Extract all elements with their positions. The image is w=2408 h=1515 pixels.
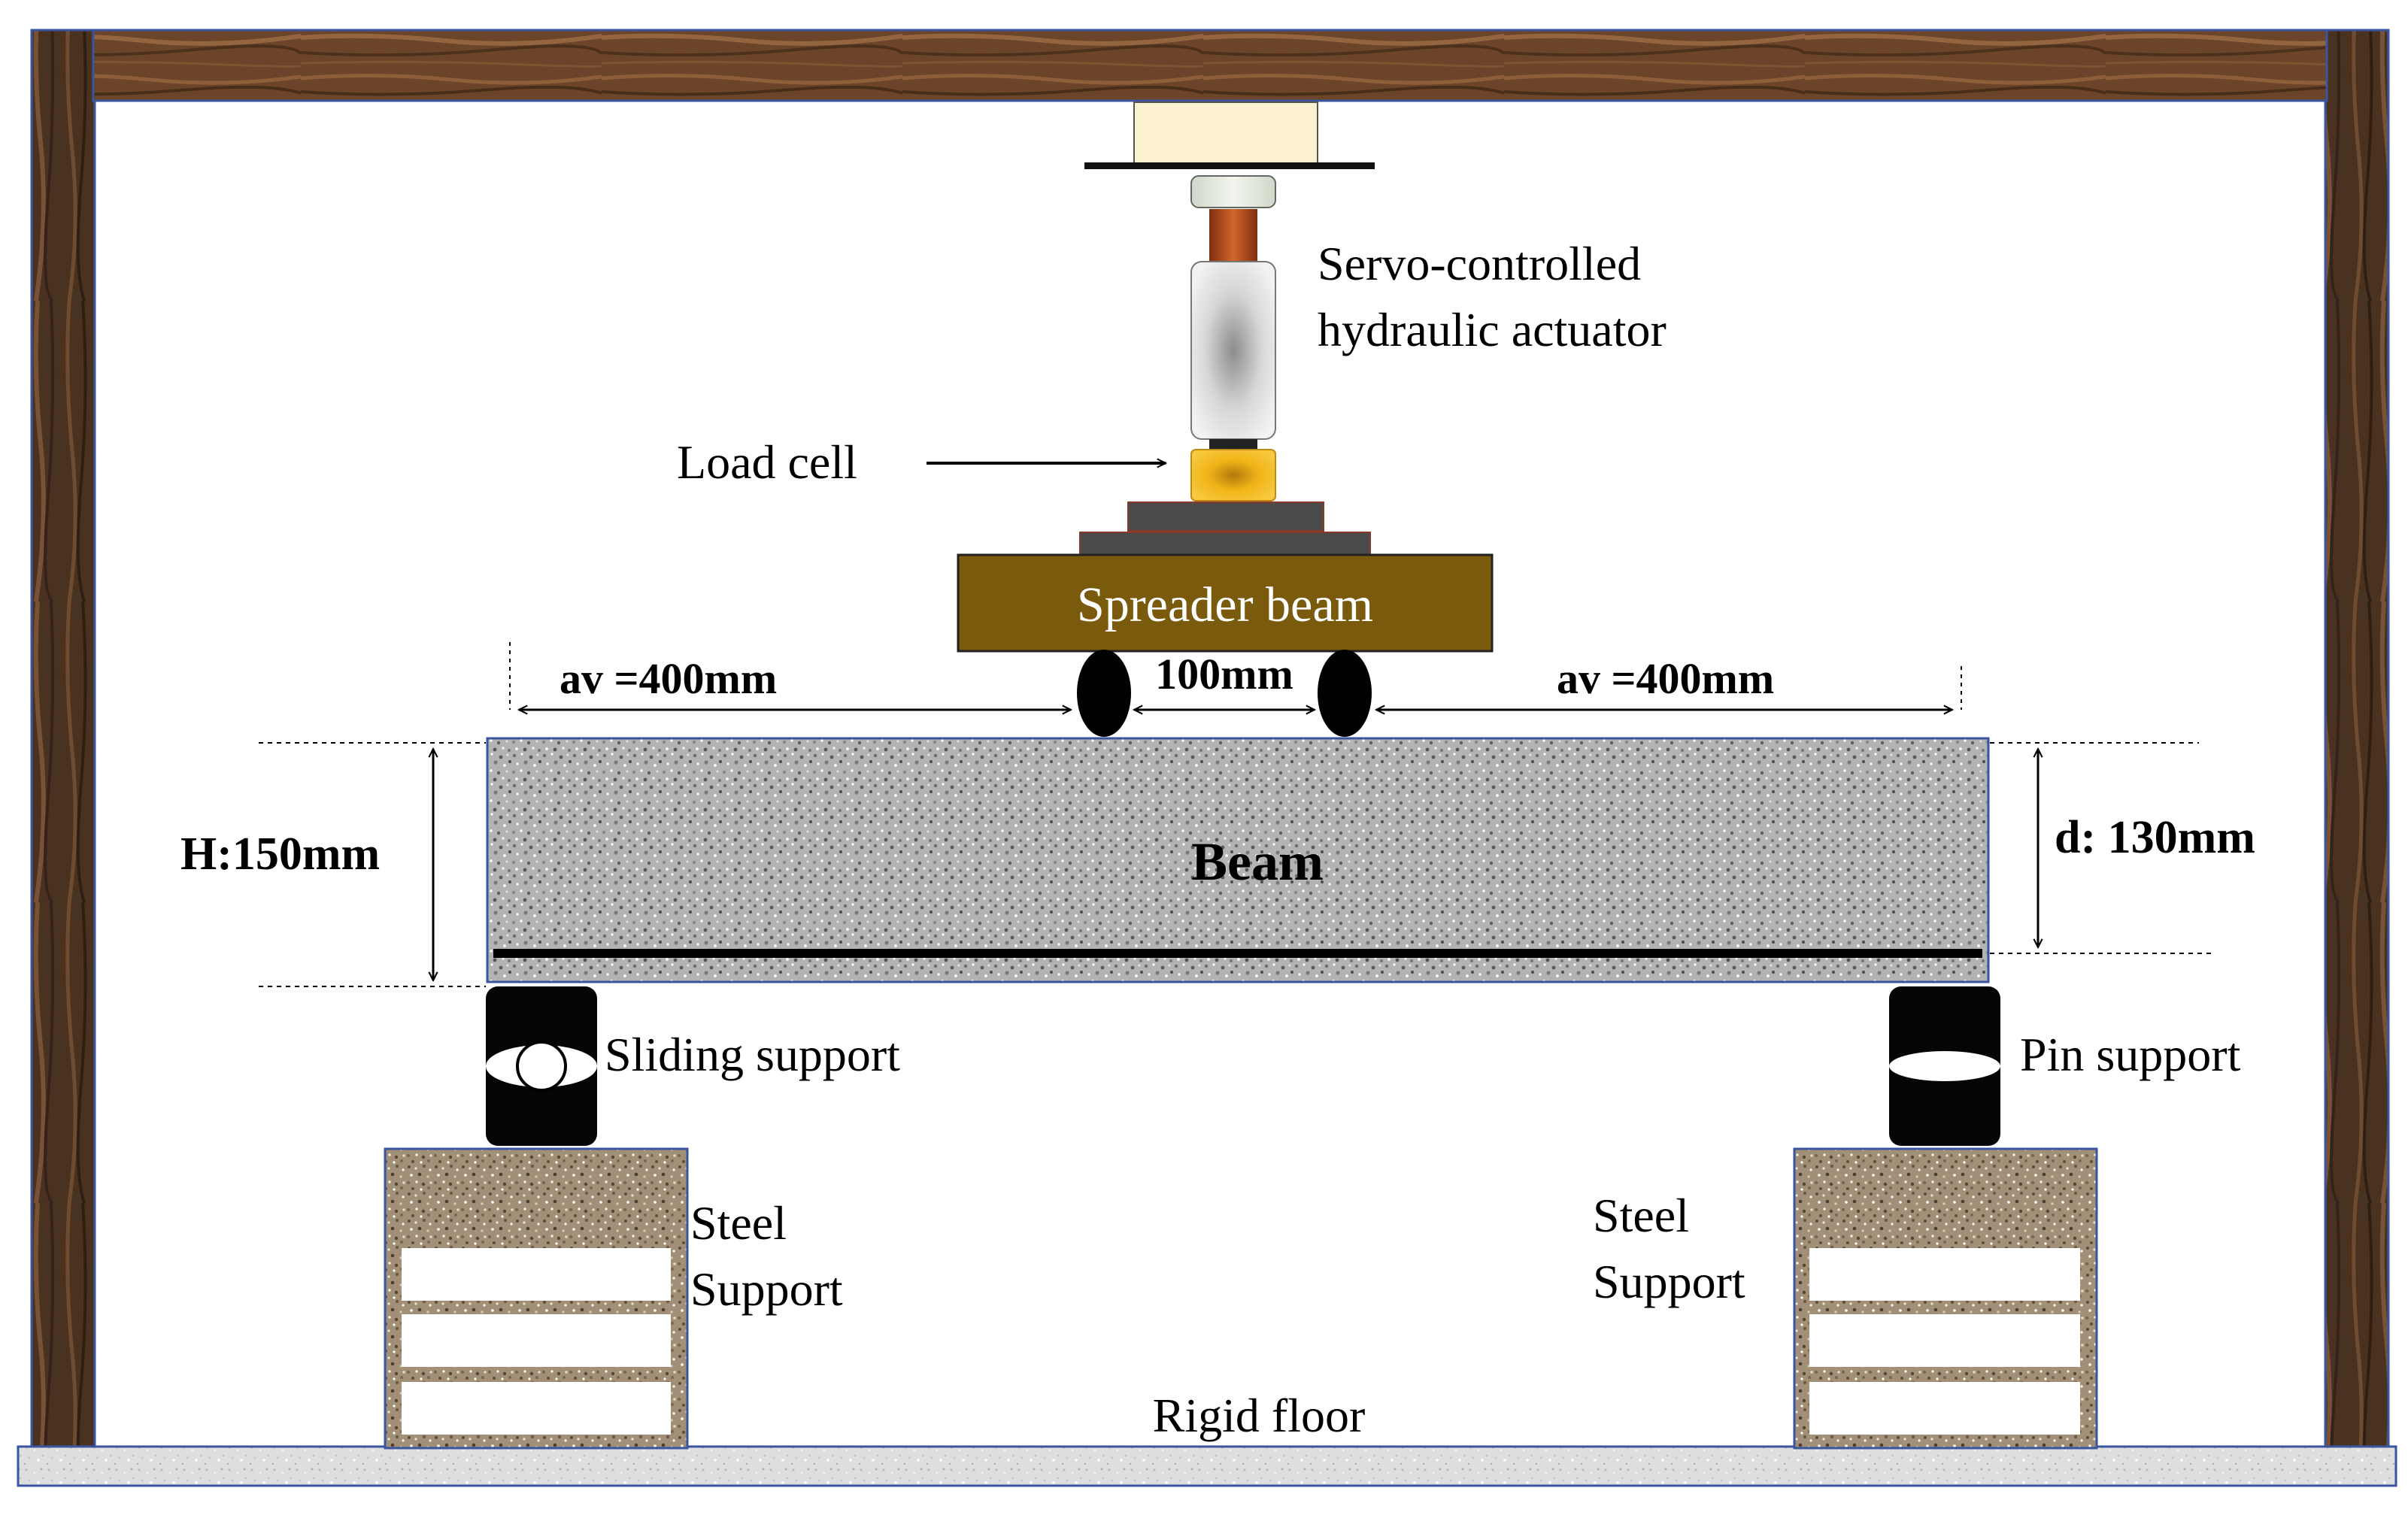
steel-support-left-slot-3	[402, 1382, 671, 1435]
pin-support-band	[1889, 1051, 2000, 1081]
actuator-rod	[1209, 209, 1257, 262]
steel-support-left-slot-2	[402, 1314, 671, 1367]
effective-depth-label: d: 130mm	[2055, 812, 2255, 863]
actuator-assembly	[957, 102, 1494, 737]
actuator-collar	[1190, 175, 1276, 208]
loading-roller-right	[1318, 650, 1372, 737]
load-cell-label: Load cell	[677, 435, 857, 489]
steel-support-right-label-line2: Support	[1593, 1255, 1745, 1308]
height-label: H:150mm	[180, 829, 380, 880]
spreader-beam	[957, 553, 1494, 653]
steel-support-left	[384, 1147, 689, 1450]
rigid-floor-label: Rigid floor	[1153, 1389, 1366, 1442]
steel-support-right	[1793, 1147, 2098, 1450]
pin-support-label: Pin support	[2020, 1028, 2241, 1081]
actuator-label-line1: Servo-controlled	[1318, 237, 1641, 290]
test-beam	[486, 737, 1990, 983]
sliding-support	[486, 986, 597, 1146]
shear-span-right-label: av =400mm	[1557, 654, 1774, 703]
labels: Servo-controlled hydraulic actuator Load…	[180, 237, 2255, 1442]
sliding-support-roller	[516, 1041, 567, 1092]
frame-top-beam	[92, 29, 2328, 102]
steel-support-right-label-line1: Steel	[1593, 1189, 1689, 1242]
load-cell-body	[1190, 449, 1276, 501]
steel-support-left-label-line2: Support	[690, 1262, 843, 1316]
frame-left-column	[30, 29, 96, 1453]
actuator-piston-tip	[1209, 439, 1257, 450]
tension-reinforcement	[493, 949, 1982, 958]
steel-support-right-slot-1	[1809, 1248, 2080, 1301]
beam-label: Beam	[1191, 832, 1324, 892]
loading-roller-left	[1077, 650, 1131, 737]
steel-support-left-label-line1: Steel	[690, 1196, 787, 1250]
frame-right-column	[2324, 29, 2390, 1453]
sliding-support-label: Sliding support	[605, 1028, 900, 1081]
steel-support-right-slot-3	[1809, 1382, 2080, 1435]
rigid-floor-slab	[17, 1445, 2397, 1487]
actuator-mount-block	[1133, 102, 1318, 165]
shear-span-left-label: av =400mm	[560, 654, 777, 703]
actuator-cylinder	[1190, 261, 1276, 440]
pin-support	[1889, 986, 2000, 1146]
steel-support-left-slot-1	[402, 1248, 671, 1301]
actuator-label-line2: hydraulic actuator	[1318, 303, 1666, 356]
spreader-beam-label: Spreader beam	[1077, 577, 1373, 632]
concrete-beam	[486, 737, 1990, 983]
steel-support-right-slot-2	[1809, 1314, 2080, 1367]
reaction-frame	[30, 29, 2390, 1453]
actuator-mount-plate	[1084, 162, 1375, 169]
bearing-plate-top	[1127, 501, 1324, 532]
load-spacing-label: 100mm	[1155, 650, 1293, 698]
dimension-lines	[259, 463, 2211, 987]
